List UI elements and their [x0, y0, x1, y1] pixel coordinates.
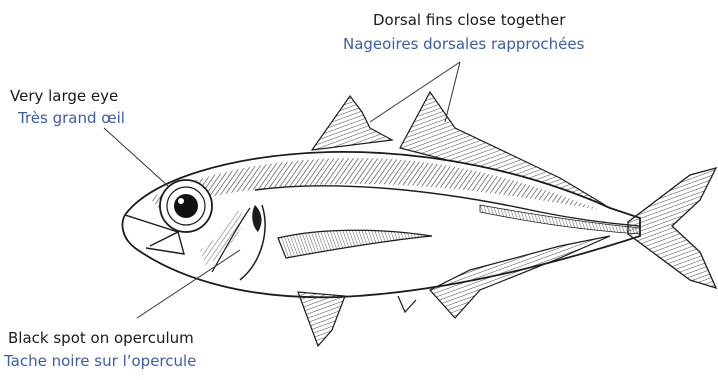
- label-operculum-en: Black spot on operculum: [8, 328, 194, 348]
- pelvic-fin: [298, 292, 345, 346]
- eye-pupil: [174, 194, 198, 218]
- label-eye-en: Very large eye: [10, 86, 118, 106]
- label-dorsal-fins-en: Dorsal fins close together: [373, 10, 565, 30]
- label-eye-fr: Très grand œil: [18, 108, 125, 128]
- label-operculum-fr: Tache noire sur l’opercule: [4, 351, 196, 371]
- anal-spines: [398, 296, 416, 312]
- leader-line-eye: [104, 128, 168, 186]
- first-dorsal-fin: [312, 96, 392, 150]
- leader-line-dorsal: [370, 62, 460, 122]
- tail-fin: [628, 168, 716, 288]
- label-dorsal-fins-fr: Nageoires dorsales rapprochées: [343, 34, 584, 54]
